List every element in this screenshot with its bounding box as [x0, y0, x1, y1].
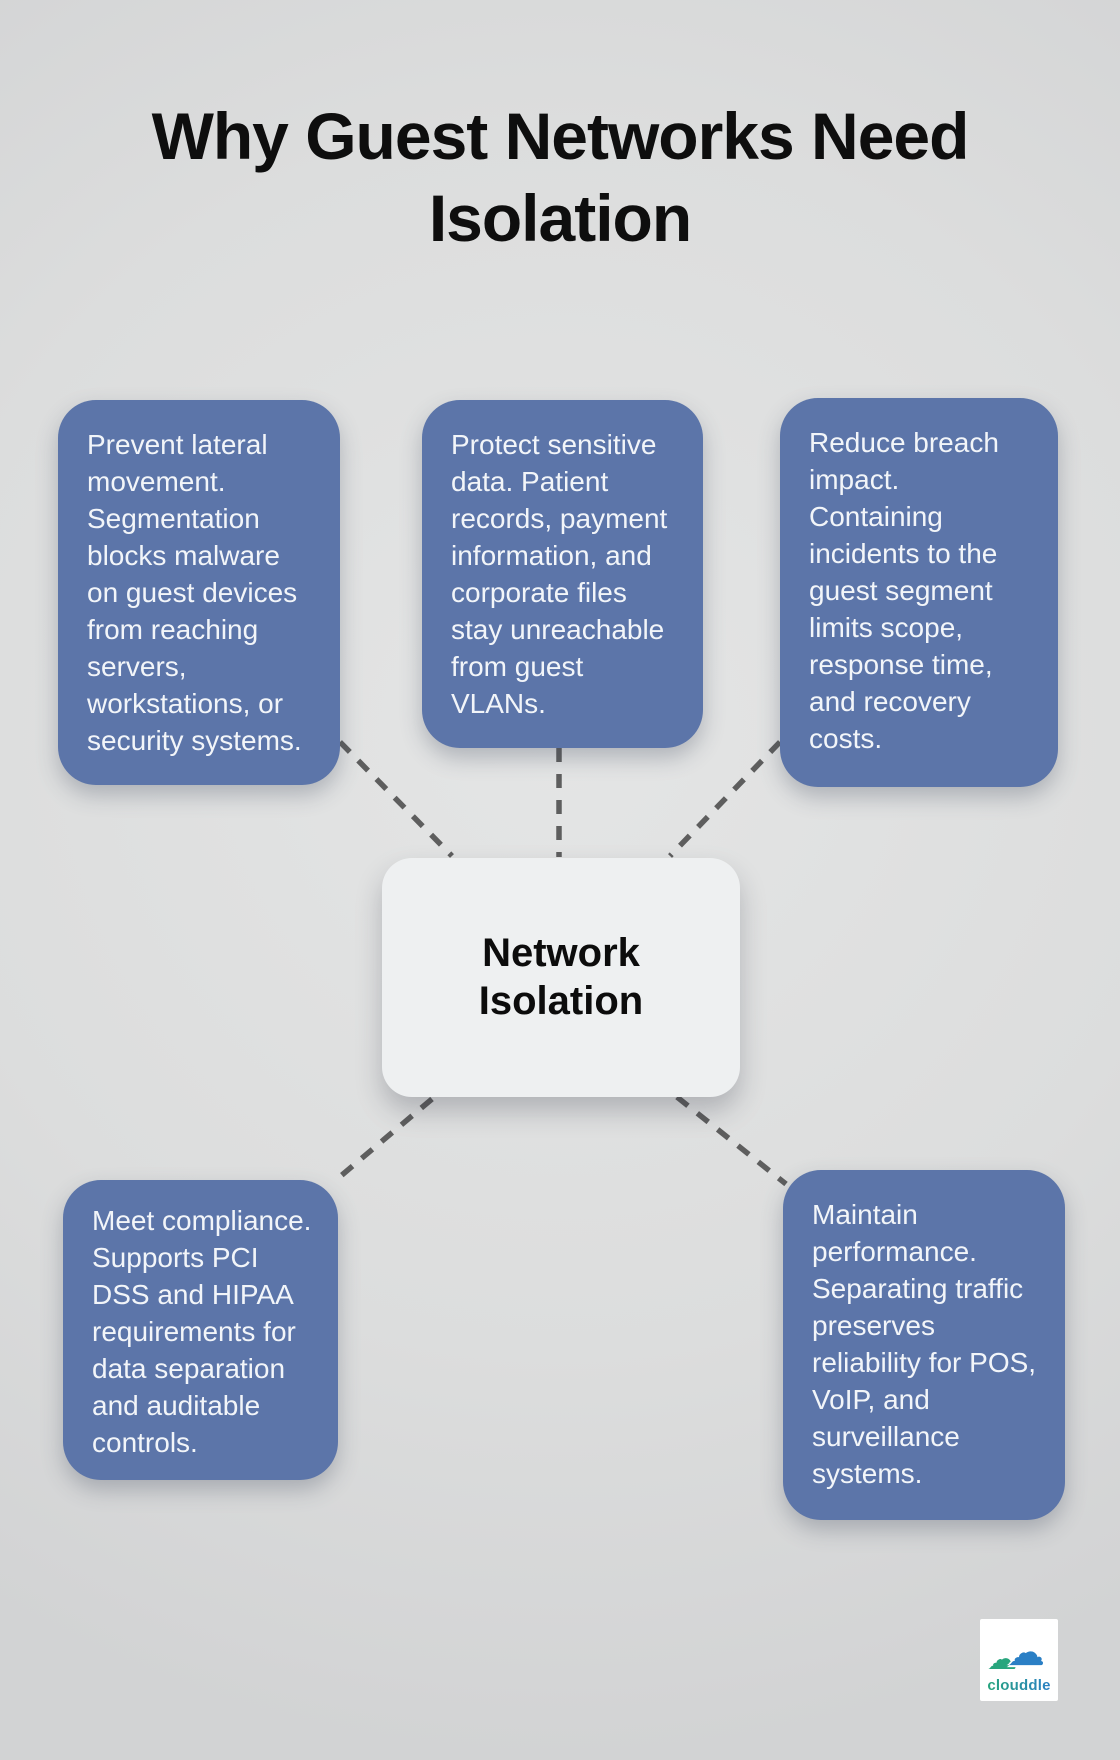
node-text: Reduce breach impact. Containing inciden…	[809, 427, 999, 754]
node-reduce-breach-impact: Reduce breach impact. Containing inciden…	[780, 398, 1058, 787]
node-text: Protect sensitive data. Patient records,…	[451, 429, 668, 719]
node-text: Prevent lateral movement. Segmentation b…	[87, 429, 302, 756]
cloud-icon: ☁	[987, 1642, 1017, 1677]
node-meet-compliance: Meet compliance. Supports PCI DSS and HI…	[63, 1180, 338, 1480]
center-node-network-isolation: Network Isolation	[382, 858, 740, 1097]
clouddle-logo: ☁ ☁ clouddle	[980, 1619, 1058, 1701]
logo-wordmark: clouddle	[987, 1677, 1051, 1694]
node-maintain-performance: Maintain performance. Separating traffic…	[783, 1170, 1065, 1520]
connector-line-bottom-right	[675, 1094, 788, 1187]
connector-line-top-left	[338, 740, 454, 858]
cloud-icon: ☁	[1007, 1630, 1045, 1674]
center-node-label: Network Isolation	[478, 931, 644, 1023]
logo-clouds: ☁ ☁	[987, 1630, 1049, 1677]
node-text: Maintain performance. Separating traffic…	[812, 1199, 1037, 1489]
connector-line-bottom-left	[334, 1096, 434, 1183]
node-protect-sensitive-data: Protect sensitive data. Patient records,…	[422, 400, 703, 748]
node-text: Meet compliance. Supports PCI DSS and HI…	[92, 1205, 312, 1458]
page-title: Why Guest Networks Need Isolation	[151, 99, 970, 255]
node-prevent-lateral-movement: Prevent lateral movement. Segmentation b…	[58, 400, 340, 785]
connector-line-top-right	[668, 740, 782, 858]
